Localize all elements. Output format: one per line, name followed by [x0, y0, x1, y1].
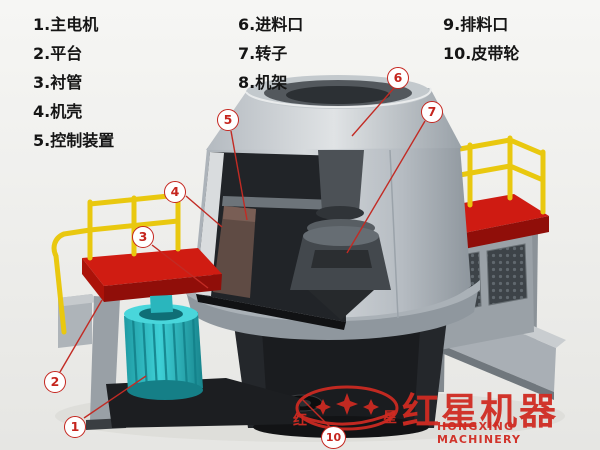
legend-item-3: 3.衬管 — [33, 73, 83, 92]
cutaway-interior — [196, 150, 391, 330]
legend-item-2: 2.平台 — [33, 44, 83, 63]
left-railing — [51, 190, 181, 335]
legend-item-7: 7.转子 — [238, 44, 288, 63]
legend-column-3: 9.排料口 10.皮带轮 — [443, 10, 519, 68]
legend-column-1: 1.主电机 2.平台 3.衬管 4.机壳 5.控制装置 — [33, 10, 114, 155]
left-platform — [82, 248, 222, 302]
callout-4: 4 — [164, 181, 186, 203]
legend-item-6: 6.进料口 — [238, 15, 304, 34]
left-platform-assembly — [51, 190, 300, 430]
brand-name-english: HONGXING MACHINERY — [437, 420, 522, 446]
callout-5: 5 — [217, 109, 239, 131]
legend-item-9: 9.排料口 — [443, 15, 509, 34]
callout-6: 6 — [387, 67, 409, 89]
callout-10: 10 — [321, 426, 346, 449]
brand-name-chinese: 红星机器 — [402, 390, 558, 433]
legend-column-2: 6.进料口 7.转子 8.机架 — [238, 10, 303, 97]
feed-tube — [318, 150, 364, 212]
legend-item-4: 4.机壳 — [33, 102, 83, 121]
legend-item-5: 5.控制装置 — [33, 131, 115, 150]
main-motor — [124, 295, 203, 400]
callout-2: 2 — [44, 371, 66, 393]
callout-1: 1 — [64, 416, 86, 438]
callout-7: 7 — [421, 101, 443, 123]
callout-leader-lines — [59, 87, 426, 428]
brand-logo — [295, 385, 399, 431]
legend-item-1: 1.主电机 — [33, 15, 99, 34]
control-cabinet — [58, 294, 92, 348]
logo-char-right: 星 — [383, 410, 397, 426]
callout-3: 3 — [132, 226, 154, 248]
legend-item-8: 8.机架 — [238, 73, 288, 92]
logo-char-left: 红 — [293, 413, 307, 429]
rotor — [290, 226, 391, 290]
liner-tube — [213, 206, 256, 298]
legend-item-10: 10.皮带轮 — [443, 44, 520, 63]
feed-hopper — [206, 75, 462, 150]
